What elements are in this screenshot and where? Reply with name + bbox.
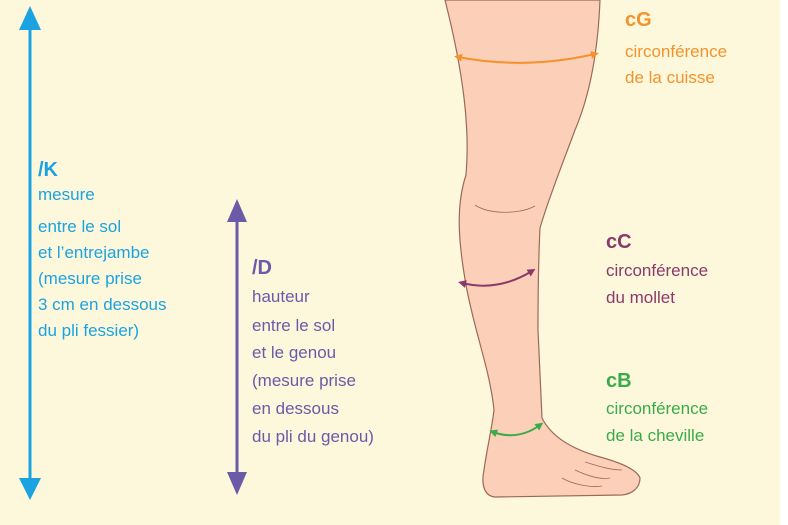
measure-b-code: cB [606,369,632,393]
measure-g-code: cG [625,8,652,32]
measure-k-code: /K [38,158,58,182]
height-arrow-d-bottom-head [227,472,247,495]
measure-k-line-3: et l’entrejambe [38,241,150,264]
height-arrow-k-bottom-head [19,478,41,500]
measure-d-line-5: en dessous [252,397,339,420]
measure-d-line-1: hauteur [252,285,310,308]
measure-d-line-4: (mesure prise [252,369,356,392]
measure-b-line-1: circonférence [606,397,708,420]
measure-k-line-5: 3 cm en dessous [38,293,167,316]
measure-b-line-2: de la cheville [606,424,704,447]
measure-c-line-1: circonférence [606,259,708,282]
measure-c-line-2: du mollet [606,286,675,309]
measure-d-code: /D [252,256,272,280]
measure-g-line-2: de la cuisse [625,66,715,89]
height-arrow-k-top-head [19,6,41,30]
measure-g-line-1: circonférence [625,40,727,63]
measure-d-line-3: et le genou [252,341,336,364]
height-arrow-d-top-head [227,199,247,222]
measure-d-line-6: du pli du genou) [252,425,374,448]
measure-k-line-1: mesure [38,183,95,206]
measure-d-line-2: entre le sol [252,314,335,337]
measure-k-line-4: (mesure prise [38,267,142,290]
measure-c-code: cC [606,230,632,254]
measure-k-line-2: entre le sol [38,215,121,238]
measure-k-line-6: du pli fessier) [38,319,139,342]
